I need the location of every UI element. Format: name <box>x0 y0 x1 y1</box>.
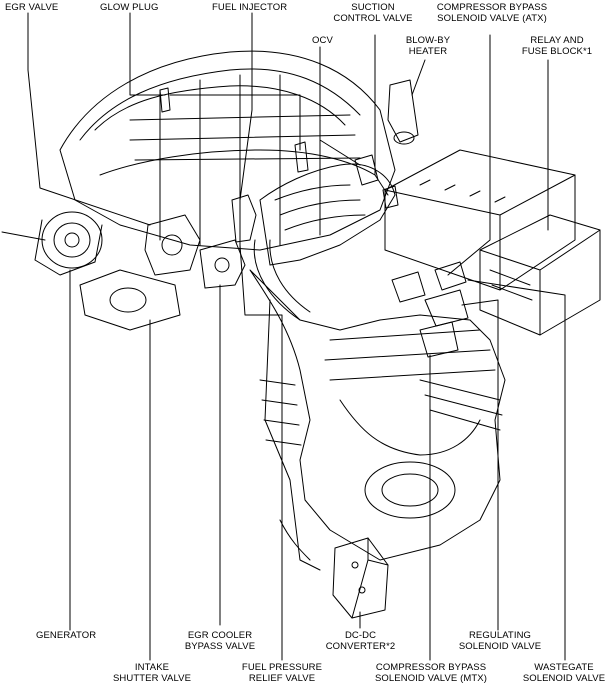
label-egr-valve: EGR VALVE <box>5 2 59 13</box>
label-compressor-bypass-mtx: COMPRESSOR BYPASS SOLENOID VALVE (MTX) <box>375 662 487 684</box>
label-relay-fuse-block: RELAY AND FUSE BLOCK*1 <box>521 35 593 57</box>
solenoid-cluster <box>391 261 469 358</box>
label-fuel-pressure-relief-valve: FUEL PRESSURE RELIEF VALVE <box>241 662 323 684</box>
label-intake-shutter-valve: INTAKE SHUTTER VALVE <box>112 662 192 684</box>
generator-shape <box>34 211 103 276</box>
blow-by-heater-shape <box>387 79 419 145</box>
label-dc-dc-converter: DC-DC CONVERTER*2 <box>325 630 396 652</box>
intake-shutter-valve-shape <box>79 269 181 331</box>
egr-valve-shape <box>144 214 201 276</box>
label-ocv: OCV <box>312 35 333 46</box>
battery <box>384 149 576 291</box>
label-compressor-bypass-atx: COMPRESSOR BYPASS SOLENOID VALVE (ATX) <box>436 2 548 24</box>
label-generator: GENERATOR <box>36 630 97 641</box>
injector-shape <box>159 87 309 243</box>
egr-cooler-bypass-valve-shape <box>199 239 246 289</box>
engine-block <box>59 50 396 251</box>
transaxle-housing <box>249 269 506 571</box>
label-suction-control-valve: SUCTION CONTROL VALVE <box>333 2 413 24</box>
leader-lines <box>1 12 566 661</box>
intake-manifold <box>253 163 396 321</box>
relay-fuse-block-shape <box>479 214 601 336</box>
label-wastegate-solenoid-valve: WASTEGATE SOLENOID VALVE <box>522 662 606 684</box>
label-blow-by-heater: BLOW-BY HEATER <box>405 35 451 57</box>
dc-dc-converter-shape <box>332 537 389 619</box>
label-regulating-solenoid-valve: REGULATING SOLENOID VALVE <box>458 630 542 652</box>
label-fuel-injector: FUEL INJECTOR <box>212 2 288 13</box>
label-glow-plug: GLOW PLUG <box>100 2 159 13</box>
label-egr-cooler-bypass-valve: EGR COOLER BYPASS VALVE <box>184 630 256 652</box>
